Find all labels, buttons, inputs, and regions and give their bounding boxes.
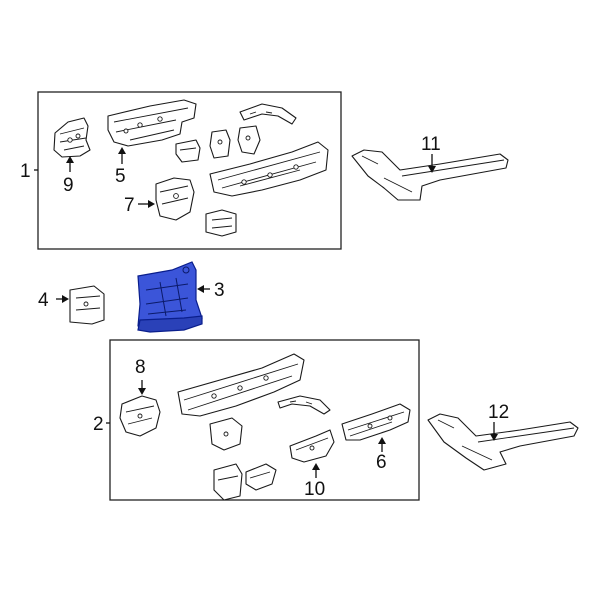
- part-lower-strip[interactable]: [277, 395, 331, 415]
- part-apron-rail-upper[interactable]: [209, 141, 329, 197]
- callout-2[interactable]: 2: [93, 414, 104, 435]
- part-apron-rail-lower[interactable]: [177, 353, 305, 417]
- part-small-bracket-a[interactable]: [175, 139, 201, 163]
- callout-7[interactable]: 7: [124, 195, 135, 216]
- callout-8[interactable]: 8: [135, 357, 146, 378]
- part-5-rail[interactable]: [107, 99, 197, 147]
- part-small-bracket-f[interactable]: [245, 463, 277, 491]
- part-small-bracket-b[interactable]: [209, 129, 231, 159]
- callout-11[interactable]: 11: [421, 134, 441, 155]
- part-3-highlighted-panel[interactable]: [137, 261, 203, 333]
- part-7-mount[interactable]: [155, 177, 195, 221]
- part-small-bracket-c[interactable]: [237, 125, 261, 155]
- part-9-bracket[interactable]: [53, 117, 91, 158]
- callout-10[interactable]: 10: [304, 479, 325, 500]
- part-8-bracket[interactable]: [119, 395, 161, 437]
- part-upper-strip[interactable]: [239, 103, 297, 125]
- part-small-bracket-e[interactable]: [213, 463, 243, 501]
- callout-5[interactable]: 5: [115, 166, 126, 187]
- part-small-block[interactable]: [205, 209, 237, 237]
- callout-12[interactable]: 12: [488, 402, 509, 423]
- group-box-2: [109, 339, 420, 501]
- callout-1[interactable]: 1: [20, 161, 31, 182]
- callout-3[interactable]: 3: [214, 280, 225, 301]
- callout-9[interactable]: 9: [63, 175, 74, 196]
- part-small-bracket-d[interactable]: [209, 417, 243, 451]
- part-4-plate[interactable]: [69, 285, 105, 325]
- part-6-rail[interactable]: [341, 403, 411, 441]
- callout-4[interactable]: 4: [38, 290, 49, 311]
- callout-6[interactable]: 6: [376, 452, 387, 473]
- part-11-side-member[interactable]: [351, 149, 509, 201]
- part-12-side-member[interactable]: [427, 413, 579, 471]
- part-10-bracket[interactable]: [289, 429, 335, 463]
